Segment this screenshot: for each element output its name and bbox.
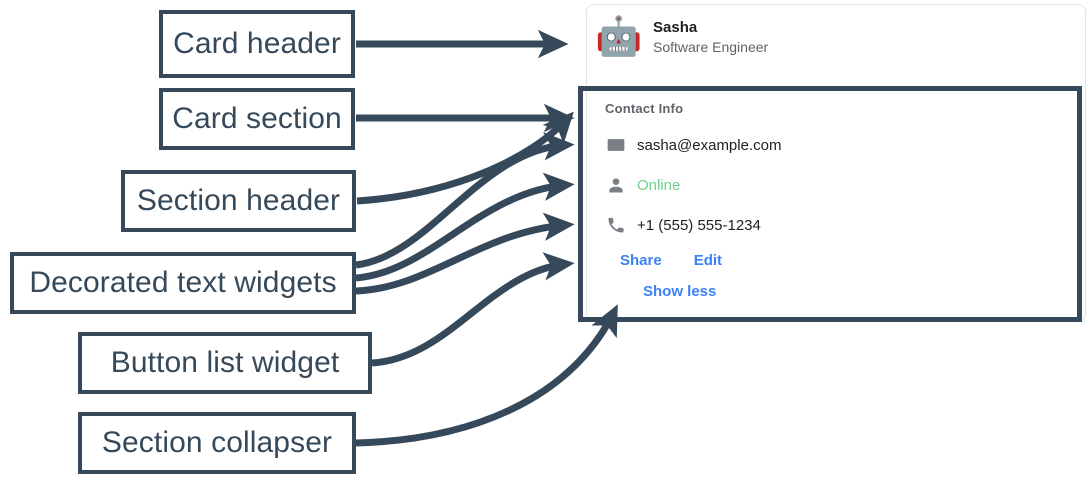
callout-card-section: Card section: [159, 88, 355, 150]
callout-card-header: Card header: [159, 10, 355, 78]
decorated-text-value: Online: [637, 176, 681, 194]
callout-label: Section header: [136, 184, 341, 217]
callout-label: Card header: [173, 27, 341, 60]
button-list-widget: Share Edit: [620, 252, 1075, 269]
callout-label: Section collapser: [101, 426, 333, 459]
card-header-title: Sasha: [653, 19, 698, 36]
callout-section-header: Section header: [121, 170, 356, 232]
arrow-section-collapser: [355, 304, 618, 447]
decorated-text-widget-phone[interactable]: +1 (555) 555-1234: [595, 212, 1075, 238]
contact-card: 🤖 Sasha Software Engineer Contact Info s…: [586, 4, 1086, 322]
person-icon: [595, 175, 637, 195]
decorated-text-widget-status[interactable]: Online: [595, 172, 1075, 198]
decorated-text-widget-email[interactable]: sasha@example.com: [595, 132, 1075, 158]
callout-decorated-text-widgets: Decorated text widgets: [10, 252, 356, 314]
callout-label: Button list widget: [110, 346, 340, 379]
email-icon: [595, 135, 637, 155]
arrow-decorated-text-3: [355, 212, 575, 295]
arrow-decorated-text-2: [355, 172, 575, 282]
callout-label: Decorated text widgets: [29, 266, 337, 299]
arrow-section-header: [356, 111, 574, 205]
show-less-button[interactable]: Show less: [643, 283, 717, 300]
decorated-text-value: sasha@example.com: [637, 136, 782, 154]
arrow-button-list: [371, 252, 575, 367]
card-header-text: Sasha Software Engineer: [653, 19, 768, 55]
callout-label: Card section: [172, 102, 342, 135]
arrow-decorated-text-1: [355, 132, 575, 269]
phone-icon: [595, 215, 637, 235]
robot-icon: 🤖: [595, 16, 643, 58]
callout-section-collapser: Section collapser: [78, 412, 356, 474]
card-header-subtitle: Software Engineer: [653, 39, 769, 55]
section-header: Contact Info: [605, 101, 684, 116]
section-collapser: Show less: [643, 283, 1075, 301]
share-button[interactable]: Share: [620, 252, 662, 269]
callout-button-list-widget: Button list widget: [78, 332, 372, 394]
decorated-text-value: +1 (555) 555-1234: [637, 216, 761, 234]
card-section: Contact Info sasha@example.com Online: [595, 101, 1075, 301]
edit-button[interactable]: Edit: [693, 252, 723, 269]
card-header: 🤖 Sasha Software Engineer: [595, 15, 768, 59]
